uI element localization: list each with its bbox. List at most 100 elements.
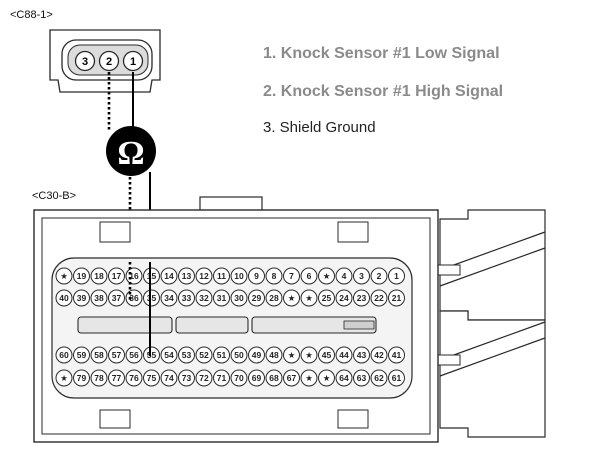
c30-pin-60: 60 bbox=[55, 346, 73, 364]
svg-text:3: 3 bbox=[82, 56, 88, 68]
c30-pin-13: 13 bbox=[178, 267, 195, 285]
svg-text:73: 73 bbox=[182, 373, 192, 383]
svg-text:32: 32 bbox=[199, 293, 209, 303]
c30-pin-73: 73 bbox=[178, 369, 195, 387]
svg-text:29: 29 bbox=[252, 293, 262, 303]
svg-text:★: ★ bbox=[288, 293, 296, 303]
connector-c88-title: <C88-1> bbox=[10, 9, 53, 21]
svg-text:40: 40 bbox=[59, 293, 69, 303]
c30-pin-45: 45 bbox=[318, 346, 335, 364]
svg-text:6: 6 bbox=[307, 271, 312, 281]
svg-text:45: 45 bbox=[322, 350, 332, 360]
svg-text:★: ★ bbox=[305, 350, 313, 360]
c30-pin-15: 15 bbox=[143, 267, 160, 285]
svg-text:1: 1 bbox=[130, 56, 136, 68]
svg-text:56: 56 bbox=[129, 350, 139, 360]
svg-text:38: 38 bbox=[94, 293, 104, 303]
c30-pin-4: 4 bbox=[335, 267, 353, 285]
c30-pin-12: 12 bbox=[195, 267, 213, 285]
svg-text:3: 3 bbox=[359, 271, 364, 281]
svg-text:53: 53 bbox=[182, 350, 192, 360]
c30-bracket-lower bbox=[439, 310, 546, 438]
svg-text:2: 2 bbox=[377, 271, 382, 281]
c30-pin-32: 32 bbox=[195, 289, 213, 307]
c30-pin-unused: ★ bbox=[55, 369, 73, 387]
svg-text:75: 75 bbox=[147, 373, 157, 383]
c30-pin-56: 56 bbox=[125, 346, 143, 364]
c30-pin-63: 63 bbox=[353, 369, 370, 387]
c30-pin-34: 34 bbox=[160, 289, 178, 307]
c30-pin-42: 42 bbox=[370, 346, 388, 364]
c30-pin-unused: ★ bbox=[300, 369, 318, 387]
svg-text:68: 68 bbox=[269, 373, 279, 383]
svg-text:60: 60 bbox=[59, 350, 69, 360]
svg-text:★: ★ bbox=[60, 271, 68, 281]
c30-pin-43: 43 bbox=[353, 346, 370, 364]
svg-text:79: 79 bbox=[77, 373, 87, 383]
svg-text:★: ★ bbox=[305, 293, 313, 303]
c30-pin-51: 51 bbox=[213, 346, 230, 364]
c88-pin-1: 1 bbox=[122, 50, 144, 72]
svg-text:61: 61 bbox=[392, 373, 402, 383]
svg-text:51: 51 bbox=[217, 350, 227, 360]
svg-text:49: 49 bbox=[252, 350, 262, 360]
svg-text:36: 36 bbox=[129, 293, 139, 303]
c30-pin-25: 25 bbox=[318, 289, 335, 307]
c30-pin-30: 30 bbox=[230, 289, 248, 307]
c30-pin-48: 48 bbox=[265, 346, 283, 364]
svg-text:28: 28 bbox=[269, 293, 279, 303]
c30-slot-1 bbox=[77, 316, 173, 334]
c30-pin-55: 55 bbox=[143, 346, 160, 364]
svg-text:18: 18 bbox=[94, 271, 104, 281]
svg-text:48: 48 bbox=[269, 350, 279, 360]
c30-pin-72: 72 bbox=[195, 369, 213, 387]
svg-text:63: 63 bbox=[357, 373, 367, 383]
c30-pin-49: 49 bbox=[248, 346, 265, 364]
svg-text:33: 33 bbox=[182, 293, 192, 303]
svg-text:31: 31 bbox=[217, 293, 227, 303]
svg-text:42: 42 bbox=[374, 350, 384, 360]
c30-pin-53: 53 bbox=[178, 346, 195, 364]
c30-pin-9: 9 bbox=[248, 267, 265, 285]
c30-pin-unused: ★ bbox=[283, 346, 300, 364]
svg-text:34: 34 bbox=[164, 293, 174, 303]
c30-pin-79: 79 bbox=[73, 369, 90, 387]
c30-pin-61: 61 bbox=[388, 369, 405, 387]
svg-text:35: 35 bbox=[147, 293, 157, 303]
c30-pin-3: 3 bbox=[353, 267, 370, 285]
svg-text:55: 55 bbox=[147, 350, 157, 360]
c30-pin-58: 58 bbox=[90, 346, 108, 364]
svg-text:16: 16 bbox=[129, 271, 139, 281]
svg-text:23: 23 bbox=[357, 293, 367, 303]
c30-pin-17: 17 bbox=[108, 267, 125, 285]
c30-pin-50: 50 bbox=[230, 346, 248, 364]
svg-text:71: 71 bbox=[217, 373, 227, 383]
svg-text:59: 59 bbox=[77, 350, 87, 360]
svg-text:43: 43 bbox=[357, 350, 367, 360]
svg-text:10: 10 bbox=[234, 271, 244, 281]
svg-text:57: 57 bbox=[112, 350, 122, 360]
svg-text:22: 22 bbox=[374, 293, 384, 303]
c30-pin-unused: ★ bbox=[318, 369, 335, 387]
c30-pin-40: 40 bbox=[55, 289, 73, 307]
svg-text:14: 14 bbox=[164, 271, 174, 281]
svg-text:7: 7 bbox=[289, 271, 294, 281]
c30-pin-unused: ★ bbox=[300, 289, 318, 307]
svg-text:★: ★ bbox=[288, 350, 296, 360]
c30-pin-16: 16 bbox=[125, 267, 143, 285]
svg-text:37: 37 bbox=[112, 293, 122, 303]
svg-text:78: 78 bbox=[94, 373, 104, 383]
svg-text:74: 74 bbox=[164, 373, 174, 383]
c30-pin-68: 68 bbox=[265, 369, 283, 387]
c30-pin-24: 24 bbox=[335, 289, 353, 307]
c30-slot-2 bbox=[175, 316, 249, 334]
c30-pin-37: 37 bbox=[108, 289, 125, 307]
svg-text:★: ★ bbox=[323, 373, 331, 383]
svg-text:4: 4 bbox=[342, 271, 347, 281]
ohm-symbol: Ω bbox=[117, 135, 144, 172]
c30-pin-28: 28 bbox=[265, 289, 283, 307]
c30-pin-unused: ★ bbox=[55, 267, 73, 285]
legend-item-2: 2. Knock Sensor #1 High Signal bbox=[263, 83, 503, 100]
